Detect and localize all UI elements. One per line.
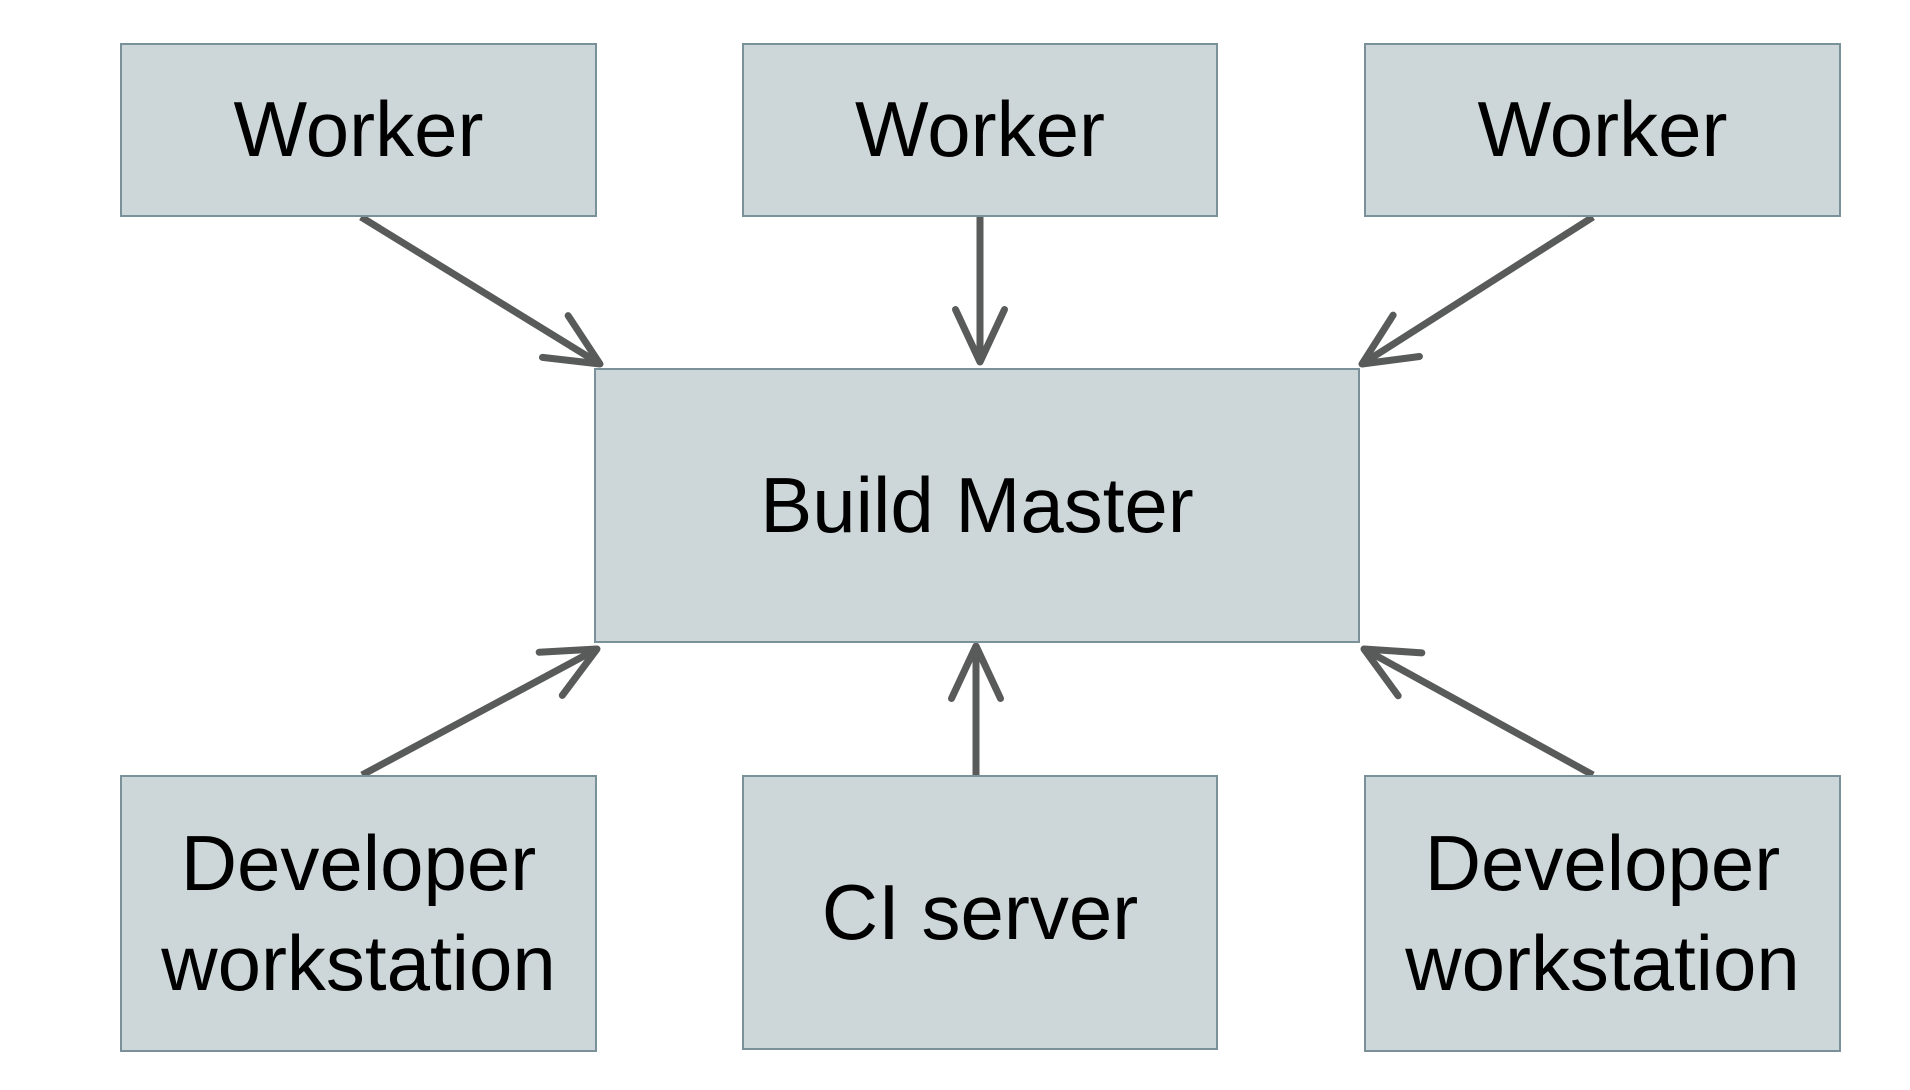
node-worker-3: Worker	[1364, 43, 1841, 217]
arrow-dev-right-to-build-master	[1360, 645, 1595, 779]
node-developer-workstation-right: Developer workstation	[1364, 775, 1841, 1052]
node-build-master: Build Master	[594, 368, 1360, 643]
node-ci-server-label: CI server	[821, 867, 1139, 956]
node-developer-workstation-right-label: Developer workstation	[1405, 819, 1800, 1007]
arrow-worker3-to-build-master	[1358, 214, 1595, 368]
node-developer-workstation-left-label: Developer workstation	[161, 819, 556, 1007]
node-build-master-label: Build Master	[760, 460, 1194, 549]
node-worker-1: Worker	[120, 43, 597, 217]
node-developer-workstation-left: Developer workstation	[120, 775, 597, 1052]
node-worker-2: Worker	[742, 43, 1218, 217]
arrow-worker1-to-build-master	[359, 214, 604, 368]
node-worker-2-label: Worker	[855, 85, 1105, 174]
node-worker-3-label: Worker	[1477, 85, 1728, 174]
node-ci-server: CI server	[742, 775, 1218, 1050]
node-worker-1-label: Worker	[233, 85, 484, 174]
arrow-dev-left-to-build-master	[360, 645, 601, 779]
